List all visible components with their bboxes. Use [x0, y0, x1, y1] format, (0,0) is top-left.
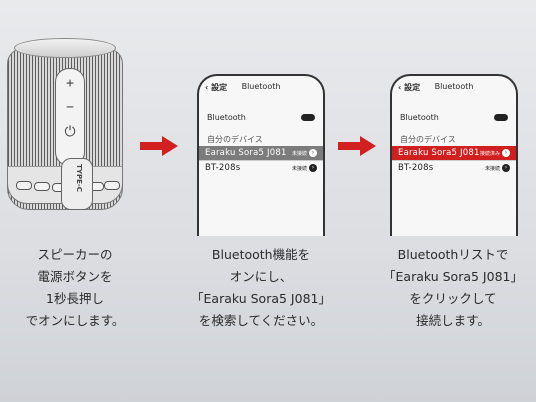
- caption-line: をクリックして: [409, 291, 497, 306]
- caption-line: スピーカーの: [37, 247, 113, 262]
- power-icon: ⏻: [64, 124, 76, 140]
- device-name: BT-208s: [398, 163, 434, 173]
- bluetooth-toggle-row: Bluetooth: [392, 110, 516, 126]
- back-button[interactable]: ‹ 設定: [205, 83, 228, 92]
- device-status: 未接続: [291, 151, 307, 157]
- caption-line: を検索してください。: [198, 313, 324, 328]
- bluetooth-label: Bluetooth: [400, 113, 439, 122]
- device-row[interactable]: Earaku Sora5 J081 未接続 ›: [199, 146, 323, 160]
- device-row[interactable]: BT-208s 未接続 ›: [199, 160, 323, 175]
- caption-line: でオンにします。: [25, 313, 125, 328]
- vent-slot: [104, 181, 120, 190]
- step1-caption: スピーカーの 電源ボタンを 1秒長押し でオンにします。: [0, 244, 150, 332]
- step-arrow: [140, 136, 178, 156]
- info-icon[interactable]: ›: [502, 164, 510, 172]
- screen-title: Bluetooth: [434, 82, 474, 91]
- volume-up-icon: +: [66, 76, 74, 91]
- device-status: 接続済み: [479, 151, 500, 157]
- device-name: Earaku Sora5 J081: [398, 148, 480, 158]
- step2-caption: Bluetooth機能を オンにし、 「Earaku Sora5 J081」 を…: [176, 244, 346, 332]
- volume-down-icon: −: [66, 100, 74, 115]
- bluetooth-label: Bluetooth: [207, 113, 246, 122]
- vent-slot: [34, 182, 50, 191]
- speaker-top: [14, 38, 116, 58]
- device-name: Earaku Sora5 J081: [205, 148, 287, 158]
- phone-screen-search: ‹ 設定 Bluetooth Bluetooth 自分のデバイス Earaku …: [197, 74, 325, 236]
- section-label: 自分のデバイス: [400, 135, 456, 144]
- nav-bar: ‹ 設定 Bluetooth: [392, 76, 516, 102]
- info-icon[interactable]: ›: [309, 164, 317, 172]
- caption-line: オンにし、: [229, 269, 293, 284]
- port-label: TYPE-C: [74, 164, 83, 192]
- caption-line: 1秒長押し: [46, 291, 104, 306]
- screen-title: Bluetooth: [241, 82, 281, 91]
- step-arrow: [338, 136, 376, 156]
- device-row-selected[interactable]: Earaku Sora5 J081 接続済み ›: [392, 146, 516, 160]
- info-icon[interactable]: ›: [502, 149, 510, 157]
- caption-line: 接続します。: [416, 313, 490, 328]
- vent-slot: [16, 181, 32, 190]
- info-icon[interactable]: ›: [309, 149, 317, 157]
- bluetooth-toggle-row: Bluetooth: [199, 110, 323, 126]
- device-name: BT-208s: [205, 163, 241, 173]
- caption-line: 電源ボタンを: [37, 269, 113, 284]
- device-row[interactable]: BT-208s 未接続 ›: [392, 160, 516, 175]
- nav-bar: ‹ 設定 Bluetooth: [199, 76, 323, 102]
- caption-line: Bluetoothリストで: [397, 247, 509, 262]
- speaker-control-panel: + − ⏻: [55, 68, 85, 166]
- bluetooth-toggle[interactable]: [494, 114, 508, 121]
- phone-screen-connect: ‹ 設定 Bluetooth Bluetooth 自分のデバイス Earaku …: [390, 74, 518, 236]
- caption-line: 「Earaku Sora5 J081」: [191, 291, 331, 306]
- back-button[interactable]: ‹ 設定: [398, 83, 421, 92]
- device-status: 未接続: [291, 166, 307, 172]
- device-status: 未接続: [484, 166, 500, 172]
- speaker-illustration: + − ⏻ TYPE-C: [5, 38, 123, 218]
- caption-line: Bluetooth機能を: [211, 247, 311, 262]
- bluetooth-toggle[interactable]: [301, 114, 315, 121]
- step3-caption: Bluetoothリストで 「Earaku Sora5 J081」 をクリックし…: [370, 244, 536, 332]
- section-label: 自分のデバイス: [207, 135, 263, 144]
- usb-port-cover: [61, 158, 93, 210]
- caption-line: 「Earaku Sora5 J081」: [383, 269, 523, 284]
